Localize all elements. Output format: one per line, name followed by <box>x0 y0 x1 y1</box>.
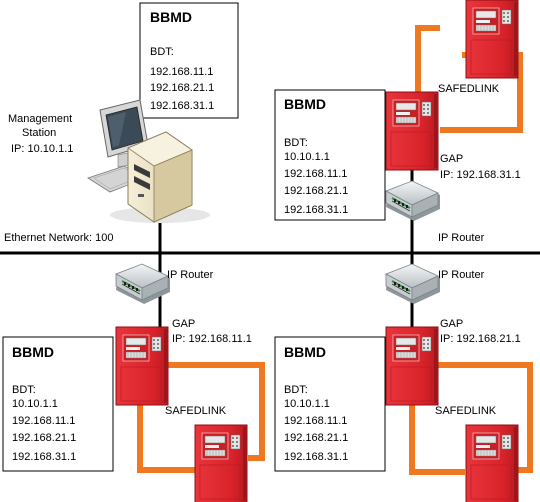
station-bdt-entry: 192.168.21.1 <box>150 82 214 94</box>
site31-bdt-label: BDT: <box>284 137 308 149</box>
station-label: Management <box>8 113 72 125</box>
site31-bbmd-title: BBMD <box>284 96 326 112</box>
site21-safedlink-label: SAFEDLINK <box>435 405 497 417</box>
management-station: BBMD BDT: 192.168.11.1 192.168.21.1 192.… <box>8 2 239 223</box>
site21-bbmd-title: BBMD <box>284 344 326 360</box>
station-label: Station <box>22 127 56 139</box>
site11-safedlink-label: SAFEDLINK <box>165 405 227 417</box>
site11-bdt-entry: 192.168.31.1 <box>12 451 76 463</box>
site21-gap-label: GAP <box>440 318 463 330</box>
site21-safedlink-line-2 <box>430 362 533 473</box>
fire-alarm-panel-icon <box>385 91 439 171</box>
site11-router-label: IP Router <box>167 269 214 281</box>
site11-bdt-entry: 192.168.11.1 <box>12 415 75 427</box>
site21-bdt-label: BDT: <box>284 384 308 396</box>
station-bbmd-title: BBMD <box>150 9 192 25</box>
station-bdt-entry: 192.168.31.1 <box>150 100 214 112</box>
site31-bdt-entry: 192.168.21.1 <box>284 185 348 197</box>
site31-bbmd-box <box>274 89 386 221</box>
site-21: IP Router GAP IP: 192.168.21.1 BBMD BDT:… <box>274 263 521 502</box>
site21-bbmd-box <box>274 336 386 472</box>
site31-router-label: IP Router <box>438 232 485 244</box>
network-label: Ethernet Network: 100 <box>4 232 113 244</box>
site11-safedlink-line-2 <box>168 362 265 461</box>
site21-ip-label: IP: 192.168.21.1 <box>440 333 521 345</box>
fire-alarm-panel-icon <box>194 424 248 502</box>
site21-bdt-entry: 192.168.21.1 <box>284 432 348 444</box>
router-icon <box>385 180 441 222</box>
station-bdt-entry: 192.168.11.1 <box>150 66 213 78</box>
fire-alarm-panel-icon <box>115 326 169 406</box>
fire-alarm-panel-icon <box>385 326 439 406</box>
site21-router-label: IP Router <box>438 269 485 281</box>
computer-icon <box>87 99 210 223</box>
site21-safedlink-line <box>409 405 465 475</box>
router-icon <box>115 263 171 305</box>
site-11: IP Router GAP IP: 192.168.11.1 BBMD BDT:… <box>2 263 252 502</box>
site31-gap-label: GAP <box>440 153 463 165</box>
fire-alarm-panel-icon <box>465 0 519 79</box>
site21-bdt-entry: 10.10.1.1 <box>284 398 330 410</box>
station-bdt-label: BDT: <box>150 46 174 58</box>
site31-safedlink-label: SAFEDLINK <box>438 83 500 95</box>
site11-ip-label: IP: 192.168.11.1 <box>172 333 252 345</box>
site21-bdt-entry: 192.168.31.1 <box>284 451 348 463</box>
station-ip: IP: 10.10.1.1 <box>11 143 73 155</box>
site11-bbmd-title: BBMD <box>12 344 54 360</box>
site31-ip-label: IP: 192.168.31.1 <box>440 169 521 181</box>
site31-bdt-entry: 192.168.11.1 <box>284 168 347 180</box>
site11-gap-label: GAP <box>172 318 195 330</box>
site11-bdt-entry: 10.10.1.1 <box>12 398 58 410</box>
site31-bdt-entry: 10.10.1.1 <box>284 151 330 163</box>
router-icon <box>385 263 441 305</box>
site31-safedlink-line-2 <box>415 25 440 93</box>
site-31: BBMD BDT: 10.10.1.1 192.168.11.1 192.168… <box>274 0 521 244</box>
site11-bdt-entry: 192.168.21.1 <box>12 432 76 444</box>
site21-bdt-entry: 192.168.11.1 <box>284 415 347 427</box>
station-bbmd-box <box>139 2 239 119</box>
site11-bbmd-box <box>2 336 114 472</box>
fire-alarm-panel-icon <box>465 424 519 502</box>
site11-bdt-label: BDT: <box>12 384 36 396</box>
site11-safedlink-line <box>137 400 195 473</box>
site31-bdt-entry: 192.168.31.1 <box>284 204 348 216</box>
